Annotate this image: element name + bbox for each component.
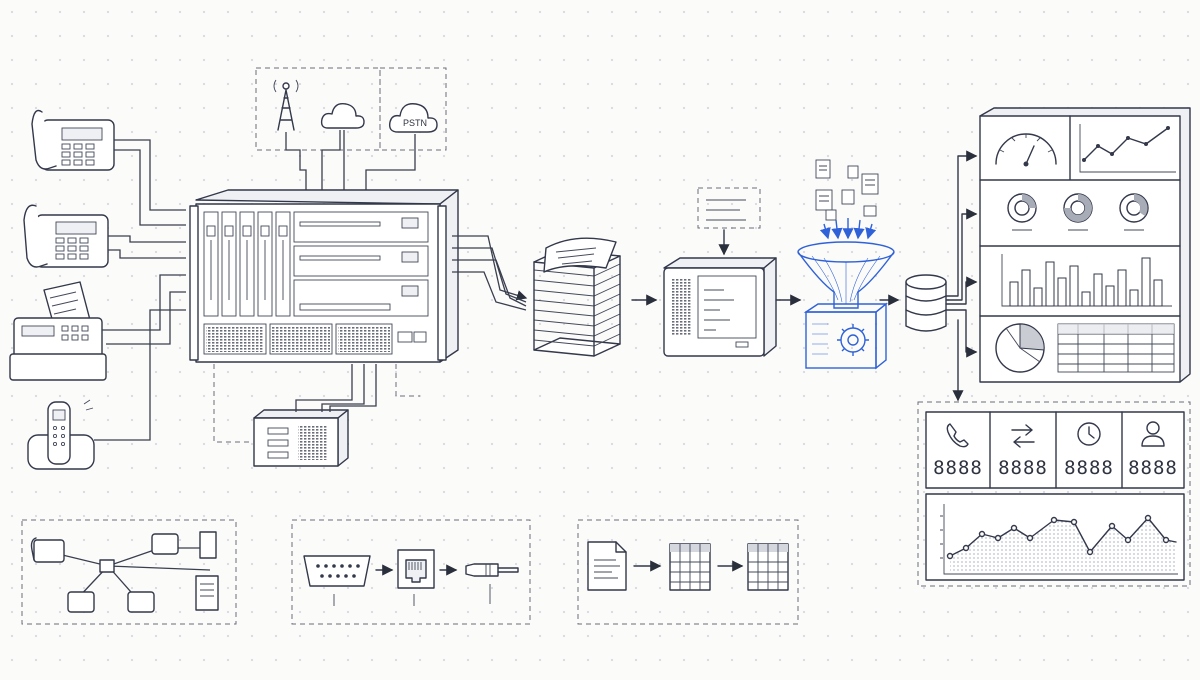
bar-chart-widget — [1001, 254, 1172, 307]
kpi-tile-calls: 8888 — [933, 423, 983, 479]
legend-panel-data-flow — [577, 519, 799, 625]
call-records-paper-stack — [533, 237, 621, 357]
kpi-tile-duration: 8888 — [1064, 422, 1114, 479]
rj45-port-icon — [397, 549, 435, 589]
config-note-card — [697, 187, 761, 229]
audio-jack-icon — [465, 563, 519, 577]
kpi-tile-agents: 8888 — [1128, 421, 1178, 479]
serial-port-icon — [303, 555, 371, 587]
kpi-value-calls: 8888 — [933, 457, 983, 479]
transfer-arrows-icon — [1011, 424, 1035, 448]
topology-phone-2-icon — [151, 533, 179, 555]
kpi-value-agents: 8888 — [1128, 457, 1178, 479]
clock-icon — [1077, 422, 1101, 446]
legend-panel-topology — [21, 519, 237, 625]
fax-machine-icon — [9, 281, 107, 381]
donut-widgets — [1007, 193, 1149, 231]
internet-cloud-icon — [320, 103, 365, 129]
pie-chart-widget — [995, 323, 1045, 373]
data-table-widget — [1057, 323, 1175, 373]
cell-tower-icon — [273, 79, 299, 131]
person-icon — [1141, 421, 1165, 447]
desk-phone-2-icon — [23, 204, 109, 268]
database-icon — [905, 274, 947, 332]
database-output-arrows — [945, 150, 978, 402]
pbx-switch-rack — [189, 189, 459, 363]
document-icon — [587, 541, 627, 591]
processing-engine-box — [803, 302, 888, 370]
rack-output-wires — [452, 235, 528, 311]
record-documents-icons — [815, 159, 879, 221]
table-grid-icon-1 — [669, 543, 711, 591]
cordless-phone-icon — [27, 399, 95, 470]
topology-server-icon — [195, 531, 219, 611]
endpoint-wires — [94, 139, 186, 441]
topology-phone-3-icon — [67, 591, 95, 613]
gauge-widget — [995, 133, 1057, 167]
data-collector-terminal — [663, 257, 777, 357]
topology-phone-1-icon — [30, 537, 65, 563]
desk-phone-1-icon — [31, 109, 115, 171]
network-sources-group: PSTN — [255, 67, 447, 190]
table-grid-icon-2 — [747, 543, 789, 591]
blue-input-arrows — [819, 218, 877, 240]
topology-phone-4-icon — [127, 591, 155, 613]
gear-icon — [837, 324, 869, 356]
filter-funnel-icon — [797, 241, 895, 309]
analytics-dashboard — [979, 107, 1191, 383]
pstn-label: PSTN — [403, 118, 427, 128]
kpi-trend-area-chart — [940, 504, 1178, 575]
kpi-tile-transfers: 8888 — [998, 424, 1048, 479]
power-supply-unit — [213, 364, 420, 467]
phone-icon — [946, 423, 969, 448]
kpi-value-duration: 8888 — [1064, 457, 1114, 479]
kpi-value-transfers: 8888 — [998, 457, 1048, 479]
legend-panel-connectors — [291, 519, 531, 625]
topology-hub-icon — [99, 559, 115, 573]
pstn-cloud-icon: PSTN — [388, 103, 438, 133]
trend-line-widget — [1079, 124, 1176, 173]
